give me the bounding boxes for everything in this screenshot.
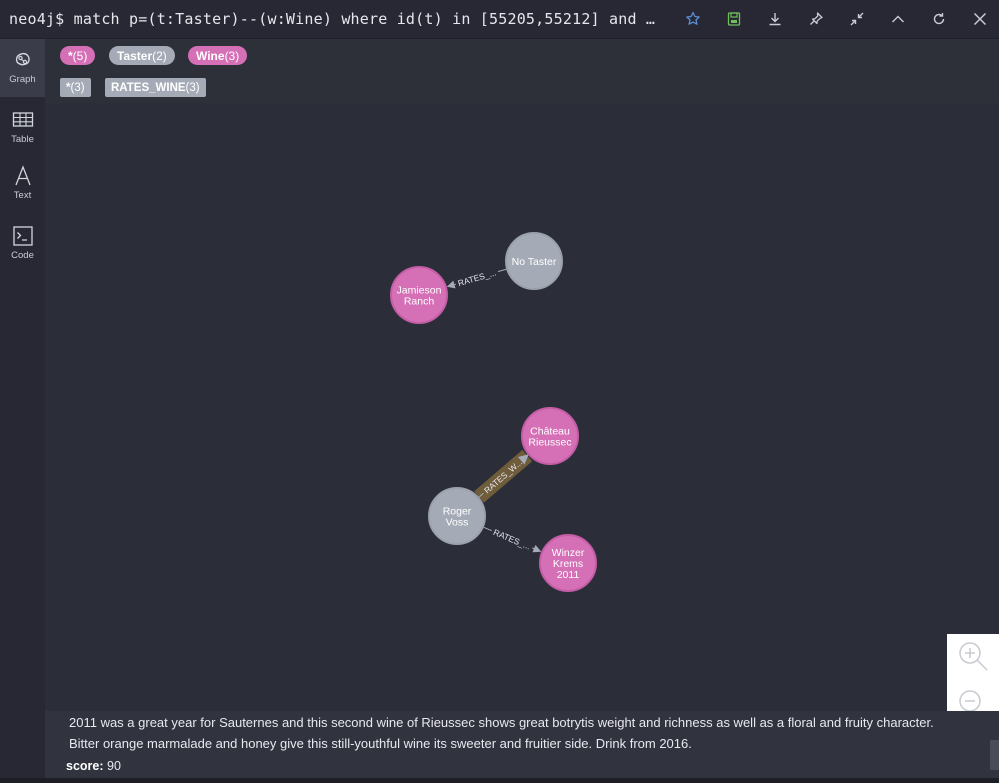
sidebar-item-label: Graph bbox=[9, 74, 36, 85]
query-bar: neo4j$ match p=(t:Taster)--(w:Wine) wher… bbox=[0, 0, 999, 39]
node-caption: Voss bbox=[446, 517, 469, 529]
collapse-icon[interactable] bbox=[846, 8, 868, 30]
sidebar-item-label: Table bbox=[11, 134, 34, 145]
zoom-controls bbox=[947, 634, 999, 712]
sidebar-item-text[interactable]: Text bbox=[0, 165, 45, 201]
legend-rel-label: * bbox=[66, 81, 71, 94]
save-icon[interactable] bbox=[723, 8, 745, 30]
download-icon[interactable] bbox=[764, 8, 786, 30]
property-key: score: bbox=[66, 759, 104, 773]
bottom-edge bbox=[0, 778, 999, 783]
node-circle bbox=[505, 232, 563, 290]
legend-rel-rates-wine[interactable]: RATES_WINE(3) bbox=[105, 78, 206, 97]
relationship-roger-winzer[interactable]: RATES_... bbox=[483, 526, 542, 553]
query-text[interactable]: neo4j$ match p=(t:Taster)--(w:Wine) wher… bbox=[9, 10, 669, 30]
close-icon[interactable] bbox=[969, 8, 991, 30]
node-circle bbox=[539, 534, 597, 592]
query-statement[interactable]: match p=(t:Taster)--(w:Wine) where id(t)… bbox=[73, 10, 656, 28]
relationship-line bbox=[517, 454, 529, 465]
node-caption: No Taster bbox=[512, 256, 557, 268]
sidebar-item-graph[interactable]: Graph bbox=[0, 39, 45, 97]
node-circle bbox=[428, 487, 486, 545]
legend-node-wine[interactable]: Wine(3) bbox=[188, 46, 248, 65]
node-caption: Jamieson bbox=[397, 285, 442, 297]
relationship-line bbox=[532, 544, 542, 553]
relationship-line bbox=[478, 492, 484, 498]
node-caption: Winzer bbox=[552, 547, 585, 559]
node-no-taster[interactable]: No Taster bbox=[505, 232, 563, 290]
legend-rel-count: (3) bbox=[185, 81, 200, 94]
relationship-line bbox=[483, 526, 492, 532]
inspector-panel: 2011 was a great year for Sauternes and … bbox=[45, 711, 999, 783]
sidebar-item-code[interactable]: Code bbox=[0, 225, 45, 261]
legend-node-count: (2) bbox=[152, 48, 167, 63]
property-value: 90 bbox=[107, 759, 121, 773]
refresh-icon[interactable] bbox=[928, 8, 950, 30]
sidebar-item-label: Code bbox=[11, 250, 34, 261]
legend-node-count: (3) bbox=[224, 48, 240, 63]
inspector-text-line: 2011 was a great year for Sauternes and … bbox=[69, 715, 934, 730]
node-caption: 2011 bbox=[557, 569, 580, 581]
chevron-up-icon[interactable] bbox=[887, 8, 909, 30]
graph-legend: *(5) Taster(2) Wine(3) *(3) RATES_WINE(3… bbox=[45, 39, 999, 103]
star-icon[interactable] bbox=[682, 8, 704, 30]
legend-rel-label: RATES_WINE bbox=[111, 81, 186, 94]
legend-node-count: (5) bbox=[72, 48, 88, 63]
pin-icon[interactable] bbox=[805, 8, 827, 30]
relationship-roger-chateau[interactable]: RATES_W... bbox=[474, 449, 533, 503]
node-caption: Château bbox=[530, 426, 570, 438]
table-icon bbox=[12, 112, 33, 127]
relationship-label: RATES_... bbox=[492, 527, 532, 552]
nodes-layer: No TasterJamiesonRanchChâteauRieussecRog… bbox=[390, 232, 597, 592]
inspector-text-line: Bitter orange marmalade and honey give t… bbox=[69, 736, 692, 751]
relationship-label: RATES_W... bbox=[482, 457, 524, 495]
relationship-line bbox=[446, 280, 457, 289]
node-caption: Rieussec bbox=[528, 437, 571, 449]
node-caption: Ranch bbox=[404, 296, 435, 308]
node-caption: Roger bbox=[443, 506, 472, 518]
sidebar-item-label: Text bbox=[13, 190, 32, 201]
node-circle bbox=[521, 407, 579, 465]
inspector-scrollbar[interactable] bbox=[990, 740, 999, 770]
text-icon bbox=[14, 165, 31, 186]
zoom-in-icon[interactable] bbox=[957, 640, 989, 672]
view-switcher: Graph Table Text Code bbox=[0, 39, 45, 783]
legend-node-all[interactable]: *(5) bbox=[60, 46, 96, 65]
legend-node-label: Wine bbox=[196, 48, 225, 63]
legend-node-label: Taster bbox=[117, 48, 153, 63]
legend-rel-count: (3) bbox=[70, 81, 85, 94]
query-prompt: neo4j$ bbox=[9, 10, 65, 28]
graph-svg[interactable]: RATES_... RATES_W... RATES_... No TasterJa… bbox=[45, 103, 999, 711]
legend-node-taster[interactable]: Taster(2) bbox=[109, 46, 175, 65]
relationship-line bbox=[497, 268, 507, 273]
node-caption: Krems bbox=[553, 558, 583, 570]
node-circle bbox=[390, 266, 448, 324]
legend-node-label: * bbox=[68, 48, 73, 63]
sidebar-item-table[interactable]: Table bbox=[0, 109, 45, 145]
relationship-label: RATES_... bbox=[457, 267, 498, 288]
graph-icon bbox=[15, 52, 30, 66]
code-icon bbox=[12, 226, 33, 246]
relationship-no-taster-jamieson[interactable]: RATES_... bbox=[446, 267, 507, 289]
legend-rel-all[interactable]: *(3) bbox=[60, 78, 91, 97]
